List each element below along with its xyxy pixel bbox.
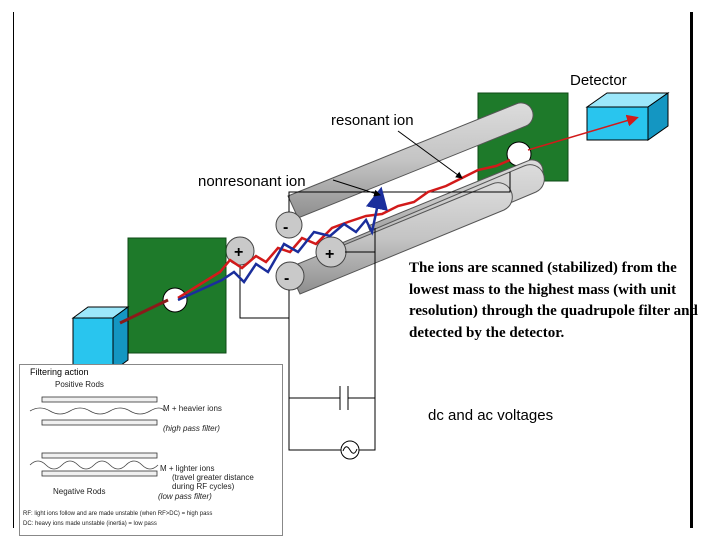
voltages-label: dc and ac voltages <box>428 407 553 424</box>
nonresonant-ion-label: nonresonant ion <box>198 173 306 190</box>
resonant-ion-path <box>177 158 511 300</box>
rod-top-sign: - <box>283 219 288 236</box>
rod-bottom-sign: - <box>284 270 289 287</box>
ion-beam-source <box>119 298 169 325</box>
description-text: The ions are scanned (stabilized) from t… <box>409 260 698 341</box>
inset-negative-rods: Negative Rods <box>53 487 106 496</box>
sine-wave-icon <box>342 446 358 454</box>
filtering-action-inset: Filtering action Positive Rods M + heavi… <box>19 364 283 536</box>
inset-graphics <box>29 396 166 477</box>
resonant-ion-label: resonant ion <box>331 112 414 129</box>
inset-positive-rods: Positive Rods <box>55 380 104 389</box>
inset-note-dc: DC: heavy ions made unstable (inertia) =… <box>23 521 157 527</box>
inset-low-pass: (low pass filter) <box>158 492 212 501</box>
circuit-wiring <box>239 172 511 451</box>
entrance-aperture <box>162 287 188 313</box>
rod-ends <box>225 211 347 291</box>
nonresonant-ion-path <box>177 186 388 302</box>
inset-lighter: M + lighter ions <box>160 464 215 473</box>
detected-ion-arrow <box>527 114 639 151</box>
inset-heavier: M + heavier ions <box>163 404 222 413</box>
ion-source-box <box>71 306 130 372</box>
resonant-ion-pointer <box>397 130 463 179</box>
nonresonant-ion-pointer <box>332 179 381 197</box>
inset-during: during RF cycles) <box>172 482 235 491</box>
inset-title: Filtering action <box>30 367 89 377</box>
rod-right-sign: + <box>325 246 334 263</box>
inset-note-rf: RF: light ions follow and are made unsta… <box>23 511 213 517</box>
detector-box <box>585 92 670 141</box>
quadrupole-rods <box>287 102 545 295</box>
inset-travel: (travel greater distance <box>172 473 254 482</box>
rod-left-sign: + <box>234 244 243 261</box>
inset-high-pass: (high pass filter) <box>163 424 220 433</box>
detector-label: Detector <box>570 72 627 89</box>
left-border <box>13 12 14 528</box>
right-border <box>690 12 693 528</box>
